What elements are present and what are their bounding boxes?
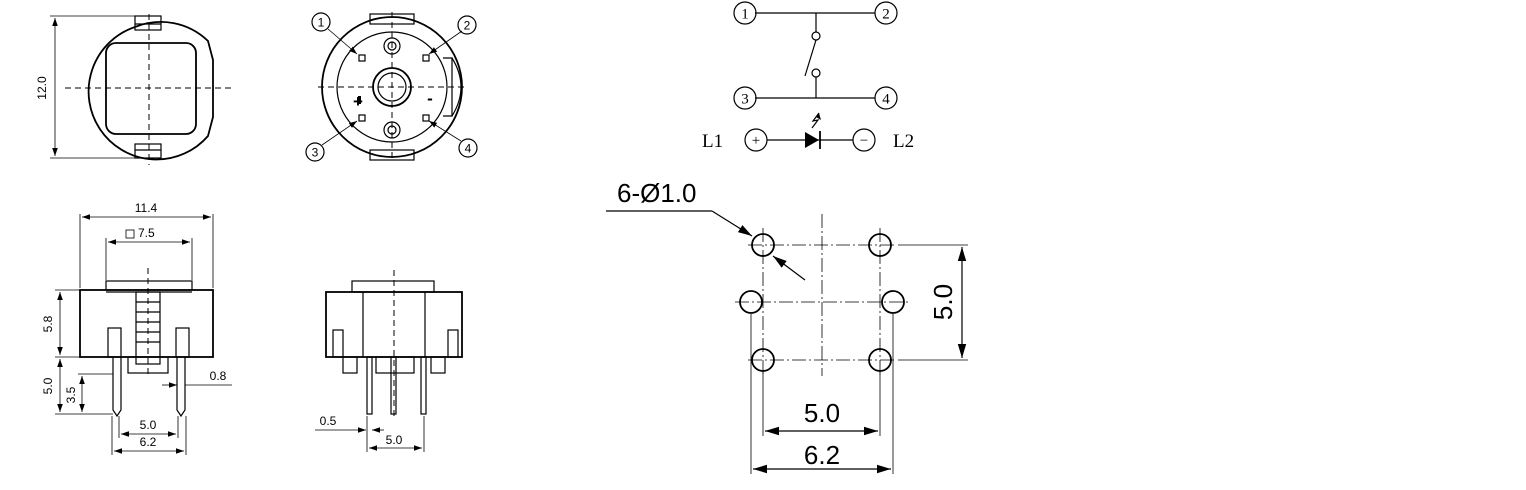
dim-side-pin-width: 0.5: [320, 414, 337, 428]
pin-label-3: 3: [305, 142, 325, 162]
footprint-hole: [881, 290, 905, 314]
pin-label-2: 2: [457, 15, 477, 35]
schematic-pin-1: 1: [733, 1, 757, 25]
pin-label-4: 4: [458, 138, 478, 158]
footprint-hole: [751, 233, 775, 257]
dim-pin-pitch-small: 5.0: [140, 418, 157, 432]
svg-text:4: 4: [465, 142, 472, 156]
top-view: 12.0: [35, 14, 232, 165]
footprint-hole: [868, 233, 892, 257]
svg-text:2: 2: [882, 7, 890, 23]
dim-pin-length: 5.0: [41, 377, 55, 394]
svg-text:3: 3: [741, 92, 749, 108]
circuit-schematic: 1 2 3 4 L1 + − L2: [702, 1, 914, 152]
schematic-pin-2: 2: [874, 1, 898, 25]
led-minus-terminal: [852, 128, 876, 152]
dim-pin-pitch-large: 6.2: [140, 435, 157, 449]
led-minus-symbol: −: [860, 133, 868, 149]
dim-inner-pitch: 5.0: [804, 398, 840, 428]
dim-outer-pitch: 6.2: [804, 440, 840, 470]
footprint-hole: [739, 290, 763, 314]
led-label-l1: L1: [702, 131, 723, 152]
schematic-pin-3: 3: [733, 86, 757, 110]
side-view: 0.5 5.0: [315, 270, 463, 452]
footprint-hole-spec: 6-Ø1.0: [617, 178, 697, 208]
svg-text:1: 1: [318, 16, 325, 30]
dim-side-pin-pitch: 5.0: [386, 433, 403, 447]
led-diode-icon: [805, 132, 819, 148]
schematic-pin-4: 4: [874, 86, 898, 110]
polarity-plus: +: [353, 92, 363, 111]
dim-cap-square: 7.5: [138, 226, 155, 240]
dim-top-view-height: 12.0: [35, 76, 49, 100]
pcb-footprint: 6-Ø1.0 5.0 5.0 6.2: [606, 178, 968, 474]
svg-text:1: 1: [741, 7, 749, 23]
footprint-hole: [751, 348, 775, 372]
pin-label-1: 1: [311, 12, 331, 32]
bottom-view: + - 1 2 3 4: [305, 12, 478, 162]
dim-pin-visible: 3.5: [64, 386, 78, 403]
dim-pin-width: 0.8: [210, 369, 227, 383]
svg-text:2: 2: [464, 19, 471, 33]
footprint-hole: [868, 348, 892, 372]
svg-text:3: 3: [312, 146, 319, 160]
svg-text:4: 4: [882, 92, 890, 108]
dim-vertical-pitch: 5.0: [928, 284, 958, 320]
polarity-minus: -: [427, 89, 433, 108]
dim-body-height: 5.8: [41, 315, 55, 332]
dim-body-width: 11.4: [135, 201, 158, 215]
led-label-l2: L2: [893, 131, 914, 152]
led-plus-symbol: +: [752, 133, 760, 149]
front-view: 11.4 7.5 5.8 5.0 3.5 0.8 5.0 6.2: [41, 201, 232, 455]
